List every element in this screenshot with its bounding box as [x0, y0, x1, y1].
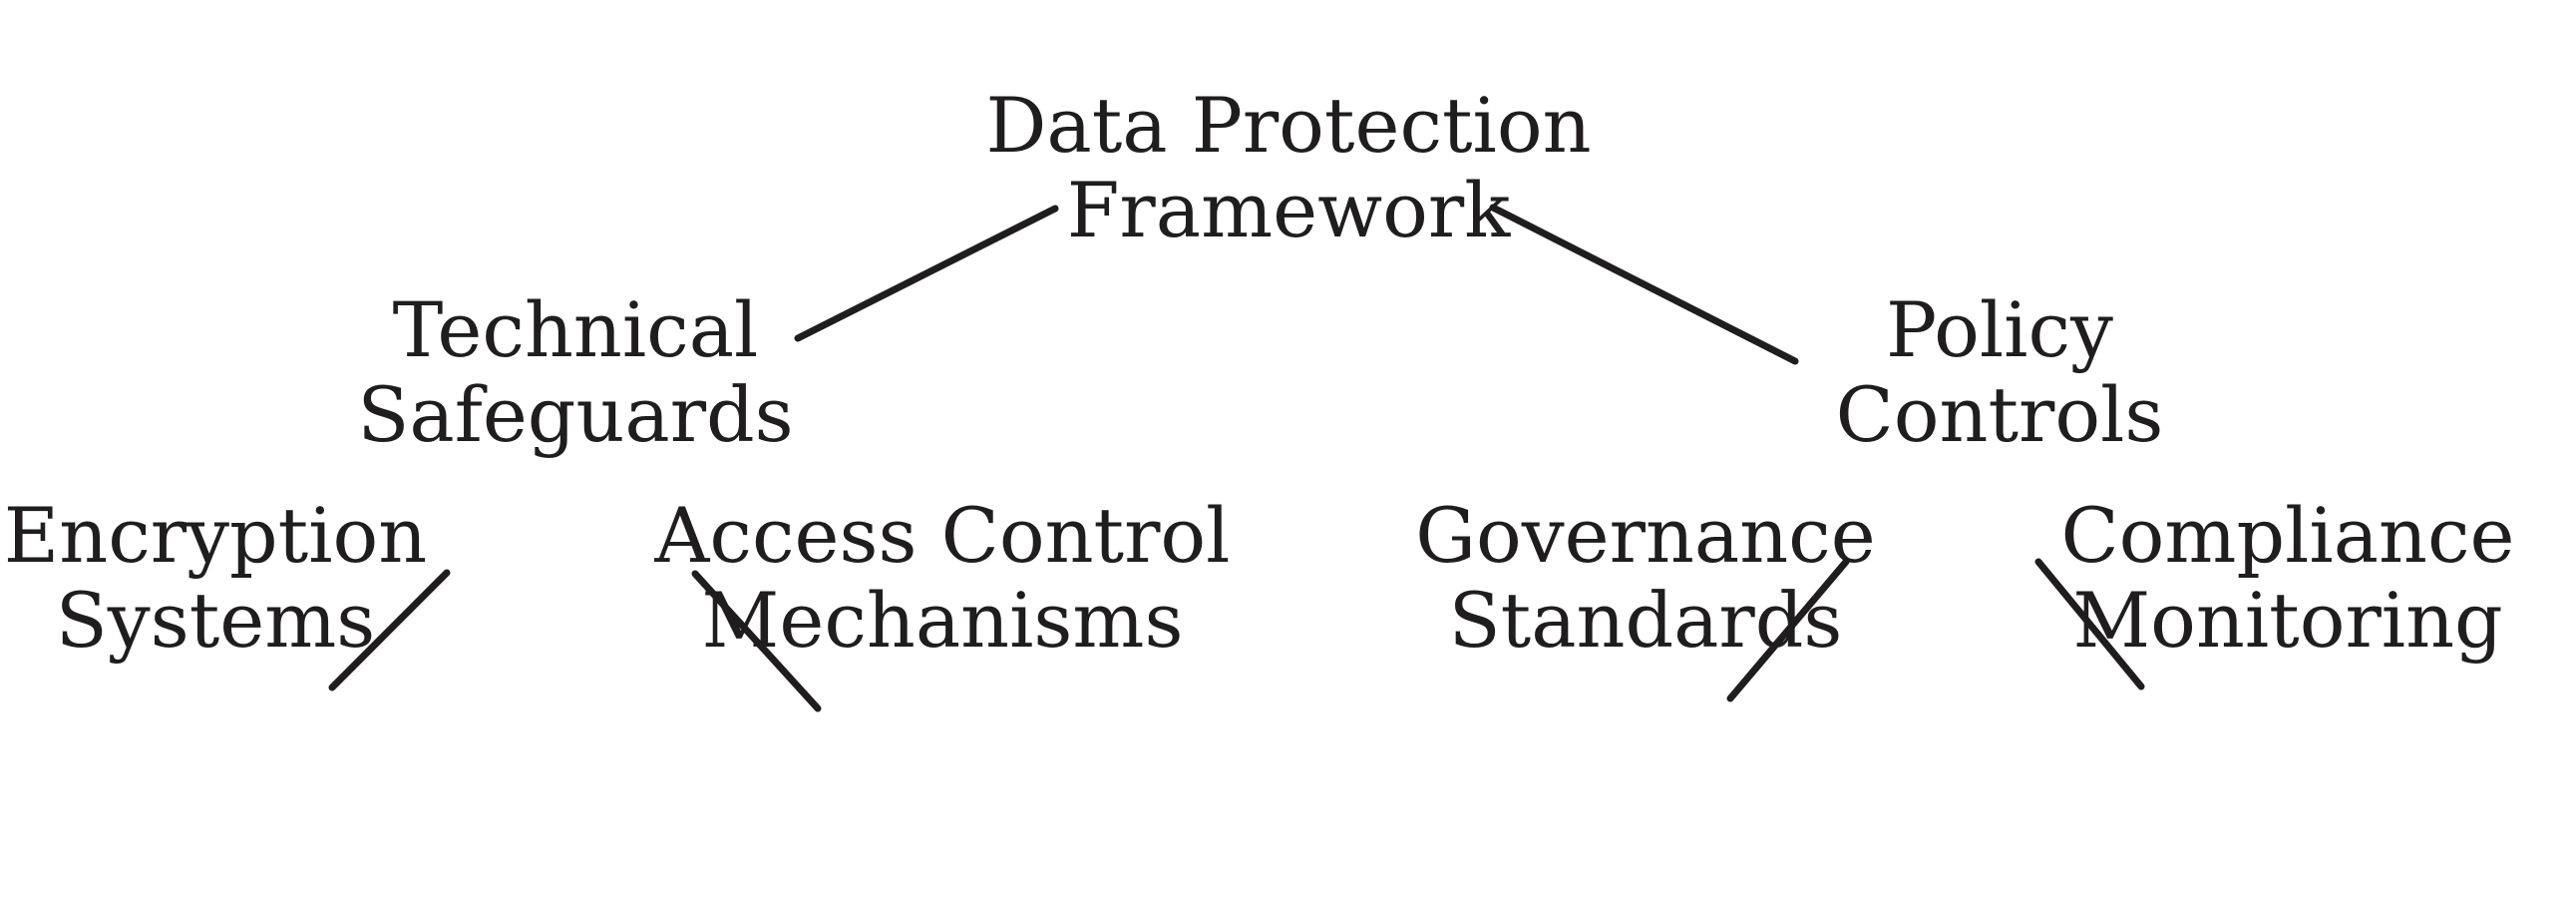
node-root-data-protection-framework[interactable]: Data Protection Framework [985, 0, 1591, 337]
node-root-label: Data Protection Framework [985, 81, 1592, 255]
node-encryption-systems-label: Encryption Systems [3, 491, 428, 666]
node-technical-safeguards-label: Technical Safeguards [357, 285, 794, 460]
node-policy-controls[interactable]: Policy Controls [1836, 203, 2164, 542]
node-encryption-systems[interactable]: Encryption Systems [4, 408, 427, 747]
node-governance-standards-label: Governance Standards [1415, 491, 1876, 666]
node-policy-controls-label: Policy Controls [1835, 285, 2164, 460]
node-compliance-monitoring-label: Compliance Monitoring [2060, 491, 2515, 666]
node-access-control-mechanisms-label: Access Control Mechanisms [654, 491, 1231, 666]
node-governance-standards[interactable]: Governance Standards [1415, 408, 1875, 747]
node-technical-safeguards[interactable]: Technical Safeguards [357, 203, 793, 542]
node-compliance-monitoring[interactable]: Compliance Monitoring [2060, 408, 2514, 747]
node-access-control-mechanisms[interactable]: Access Control Mechanisms [655, 408, 1231, 747]
